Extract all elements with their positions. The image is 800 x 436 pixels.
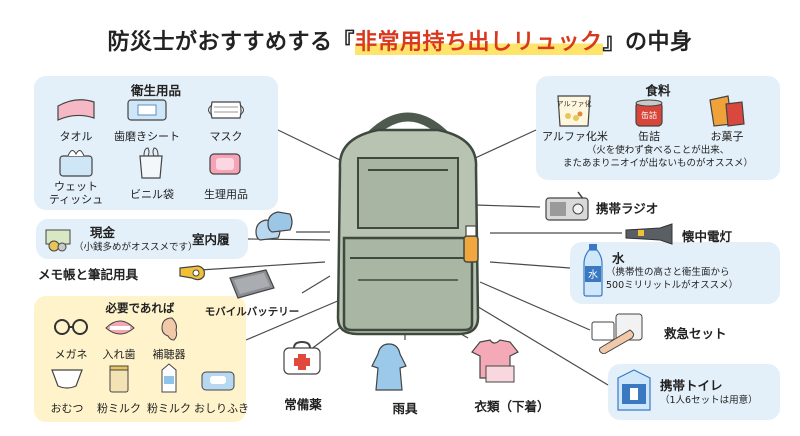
towel-icon (57, 99, 95, 121)
can-icon: 缶詰 (635, 99, 663, 127)
mask-icon (208, 101, 244, 119)
snacks-icon (709, 95, 745, 127)
portable-toilet-icon (617, 369, 651, 411)
raincoat-label: 雨具 (392, 401, 418, 416)
dentures-icon (105, 320, 135, 335)
wet-tissue-label-line2: ティッシュ (48, 193, 104, 206)
page-title: 防災士がおすすめする『非常用持ち出しリュック』の中身 (0, 24, 800, 56)
mask-label: マスク (209, 130, 243, 143)
radio-icon (545, 191, 589, 221)
milk-label-2: 粉ミルク (147, 402, 191, 415)
medicine-box-icon (283, 340, 321, 375)
water-bottle-mark: 水 (588, 269, 598, 281)
vinyl-bag-icon (139, 147, 163, 179)
sanitary-icon (209, 153, 241, 175)
food-note-line2: またあまりニオイが出ないものがオススメ） (562, 158, 753, 169)
water-note: （携帯性の高さと衛生面から 500ミリリットルがオススメ） (606, 266, 778, 292)
first-aid-label: 救急セット (664, 326, 727, 341)
whistle-icon (179, 265, 205, 281)
toilet-note: （1人6セットは用意） (660, 395, 758, 406)
hygiene-heading: 衛生用品 (130, 83, 181, 98)
diaper-label: おむつ (50, 402, 84, 415)
clothes-icon (471, 339, 519, 383)
first-aid-icon (591, 313, 643, 354)
cash-title: 現金 (90, 225, 116, 240)
clothes-label: 衣類（下着） (474, 399, 550, 414)
backpack-icon (336, 112, 480, 336)
milk-label-1: 粉ミルク (97, 402, 141, 415)
battery-label: モバイルバッテリー (204, 306, 300, 318)
water-panel (570, 242, 780, 304)
dentures-label: 入れ歯 (102, 348, 136, 361)
vinyl-bag-label: ビニル袋 (130, 188, 174, 201)
snacks-label: お菓子 (710, 130, 744, 143)
if-needed-heading: 必要であれば (105, 301, 175, 315)
wet-tissue-label: ウェットティッシュ (44, 180, 108, 206)
cash-icon (45, 229, 71, 252)
toilet-title: 携帯トイレ (660, 378, 723, 393)
wipes-label: おしりふき (194, 402, 249, 415)
alpha-rice-pack-text: アルファ化 (557, 99, 592, 108)
toothbrush-sheet-icon (127, 99, 167, 121)
alpha-rice-label: アルファ化米 (542, 130, 608, 143)
diaper-icon (51, 369, 83, 389)
hearing-aid-label: 補聴器 (152, 348, 186, 361)
towel-label: タオル (59, 130, 93, 143)
flashlight-icon (625, 223, 673, 245)
hearing-aid-icon (161, 317, 178, 341)
raincoat-icon (371, 343, 407, 391)
food-note-line1: （火を使わず食べることが出来、 (586, 145, 730, 156)
cash-panel (36, 219, 248, 259)
wet-tissue-label-line1: ウェット (54, 180, 98, 193)
can-label-text: 缶詰 (641, 110, 657, 120)
flashlight-label: 懐中電灯 (682, 229, 733, 244)
food-panel (536, 76, 780, 180)
title-highlight: 非常用持ち出しリュック (354, 30, 603, 55)
toothbrush-sheet-label: 歯磨きシート (114, 130, 180, 143)
hygiene-panel (34, 76, 278, 210)
cash-note: （小銭多めがオススメです） (74, 242, 198, 253)
medicine-label: 常備薬 (284, 397, 322, 412)
glasses-icon (54, 319, 88, 335)
if-needed-panel (34, 296, 246, 422)
radio-label: 携帯ラジオ (596, 201, 659, 216)
food-note: （火を使わず食べることが出来、またあまりニオイが出ないものがオススメ） (536, 144, 780, 170)
food-heading: 食料 (645, 83, 671, 98)
canned-label: 缶詰 (638, 130, 660, 143)
milk-can-icon (109, 365, 129, 393)
title-suffix: 』の中身 (602, 30, 693, 55)
water-note-line1: （携帯性の高さと衛生面から (606, 267, 730, 278)
glasses-label: メガネ (54, 348, 88, 361)
wet-tissue-icon (59, 150, 93, 177)
water-bottle-icon: 水 (583, 244, 603, 297)
slippers-label: 室内履 (192, 232, 230, 247)
water-note-line2: 500ミリリットルがオススメ） (606, 280, 739, 291)
sanitary-label: 生理用品 (204, 188, 248, 201)
alpha-rice-icon: アルファ化 (557, 95, 592, 127)
slippers-icon (255, 211, 293, 241)
battery-icon (229, 269, 275, 299)
water-title: 水 (612, 251, 625, 266)
wipes-icon (201, 371, 235, 391)
memo-label: メモ帳と筆記用具 (38, 267, 139, 282)
milk-carton-icon (161, 363, 177, 393)
title-prefix: 防災士がおすすめする『 (107, 30, 355, 55)
